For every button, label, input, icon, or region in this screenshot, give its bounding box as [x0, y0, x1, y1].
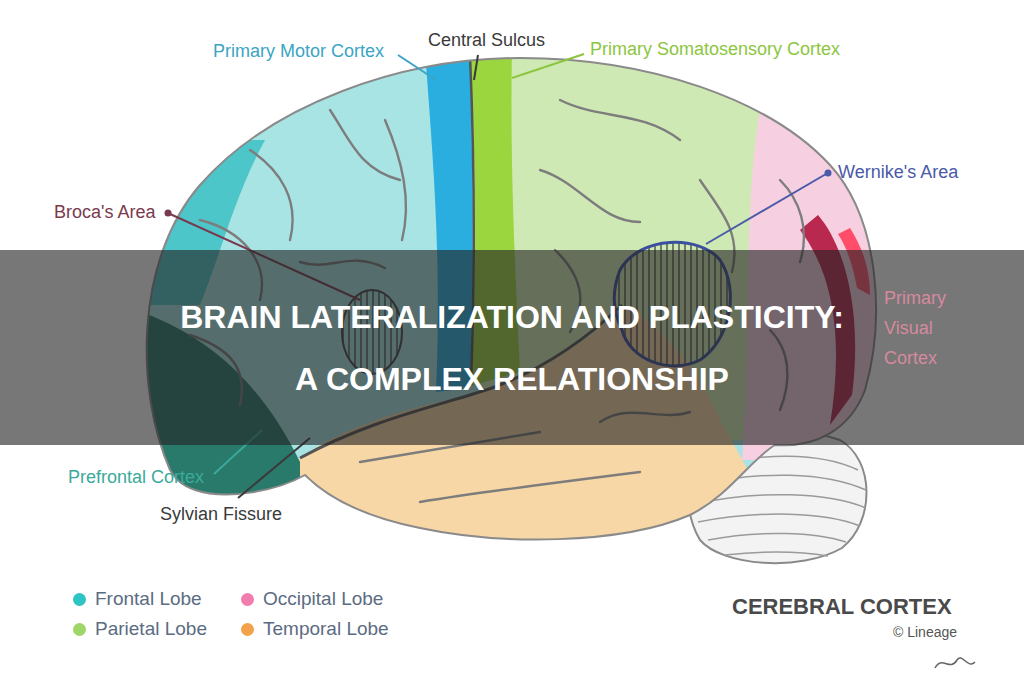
region-label: Broca's Area	[54, 201, 156, 224]
gyrus-line	[250, 150, 293, 240]
cerebellum-fold	[694, 495, 866, 508]
gyrus-line	[780, 180, 804, 262]
title-banner	[0, 250, 1024, 445]
leader-line	[398, 55, 436, 80]
region-label: Primary Somatosensory Cortex	[590, 38, 840, 61]
legend-swatch	[241, 593, 254, 606]
cerebellum-fold	[698, 514, 860, 526]
legend-text: Temporal Lobe	[263, 618, 389, 640]
region-label: Prefrontal Cortex	[68, 466, 204, 489]
leader-line	[512, 54, 584, 78]
gyrus-line	[560, 100, 680, 140]
credit-note: © Lineage	[893, 624, 957, 642]
gyrus-line	[330, 110, 400, 180]
legend-text: Occipital Lobe	[263, 588, 383, 610]
gyrus-line	[540, 170, 640, 222]
diagram-name: CEREBRAL CORTEX	[732, 593, 952, 621]
banner-title: BRAIN LATERALIZATION AND PLASTICITY: A C…	[168, 286, 856, 410]
signature-mark	[935, 658, 975, 668]
legend-item: Parietal Lobe	[73, 618, 207, 640]
region-label: Wernike's Area	[838, 161, 958, 184]
legend-item: Frontal Lobe	[73, 588, 202, 610]
leader-dot	[165, 210, 172, 217]
region-label: Central Sulcus	[428, 29, 545, 52]
cerebrum	[100, 30, 900, 590]
gyrus-line	[385, 120, 406, 240]
legend-text: Frontal Lobe	[95, 588, 202, 610]
region-label: Primary Visual Cortex	[884, 283, 954, 373]
title-holder: BRAIN LATERALIZATION AND PLASTICITY: A C…	[0, 250, 1024, 445]
legend-item: Temporal Lobe	[241, 618, 389, 640]
legend-swatch	[73, 593, 86, 606]
legend-swatch	[241, 623, 254, 636]
cerebrum-outline	[147, 58, 876, 539]
cerebellum-fold	[708, 533, 846, 542]
gyrus-line	[420, 472, 640, 502]
leader-line	[238, 438, 310, 498]
leader-line	[706, 174, 826, 244]
frontal-lobe	[100, 30, 900, 590]
cerebellum-fold	[725, 552, 828, 556]
legend-swatch	[73, 623, 86, 636]
leader-dot	[825, 170, 832, 177]
region-label: Primary Motor Cortex	[213, 40, 384, 63]
legend-item: Occipital Lobe	[241, 588, 383, 610]
leader-line	[474, 55, 478, 80]
region-label: Sylvian Fissure	[160, 503, 282, 526]
legend-text: Parietal Lobe	[95, 618, 207, 640]
